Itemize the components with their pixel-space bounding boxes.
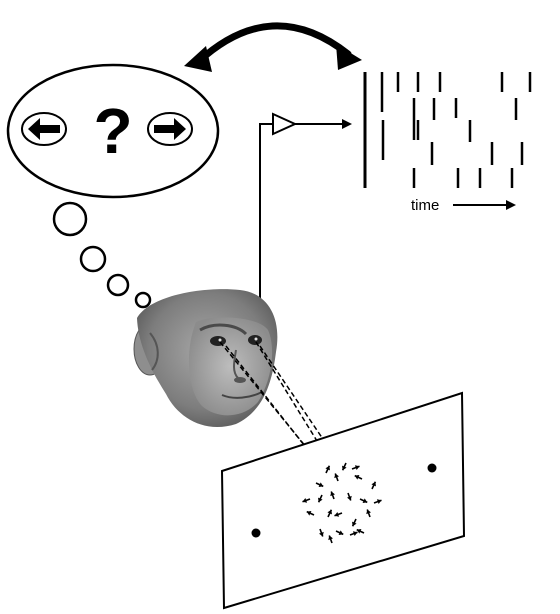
electrode-wire <box>259 123 273 305</box>
random-dot-motion-stimulus <box>302 462 382 544</box>
motion-dot-arrow <box>306 510 315 516</box>
thought-ellipse <box>6 63 220 199</box>
right-arrow-icon <box>147 112 193 146</box>
motion-dot-arrow <box>334 473 339 482</box>
spike-raster: time <box>363 72 532 214</box>
motion-dot-arrow <box>359 498 368 504</box>
amplifier-triangle-icon <box>272 112 298 136</box>
thought-dot-4 <box>134 291 152 309</box>
target-right <box>427 463 437 473</box>
thought-dot-2 <box>79 245 107 273</box>
motion-dot-arrow <box>325 465 331 474</box>
curved-arrow-left-head <box>184 46 212 72</box>
motion-dot-arrow <box>373 499 382 504</box>
curved-arrow-right-head <box>336 44 362 70</box>
motion-dot-arrow <box>328 535 333 544</box>
time-axis-label: time <box>411 197 439 214</box>
stimulus-screen <box>220 391 466 610</box>
motion-dot-arrow <box>317 494 323 503</box>
motion-dot-arrow <box>354 474 363 480</box>
motion-dot-arrow <box>302 498 311 503</box>
motion-dot-arrow <box>356 528 365 534</box>
motion-dot-arrow <box>351 518 357 527</box>
screen-panel <box>220 391 466 610</box>
motion-dot-arrow <box>341 462 347 471</box>
monkey-head-icon <box>133 289 278 428</box>
raster-ticks <box>380 72 532 188</box>
motion-dot-arrow <box>334 512 343 517</box>
motion-dot-arrow <box>347 492 352 501</box>
motion-dot-arrow <box>366 509 371 518</box>
feedback-curved-arrow <box>184 22 362 72</box>
thought-dot-1 <box>52 201 88 237</box>
motion-dot-arrow <box>319 528 324 537</box>
motion-dot-arrow <box>327 509 333 518</box>
target-left <box>251 528 261 538</box>
thought-bubble: ? <box>6 63 220 309</box>
motion-dot-arrow <box>349 531 358 536</box>
motion-dot-arrow <box>315 482 324 488</box>
thought-dot-3 <box>106 273 130 297</box>
motion-dot-arrow <box>351 465 360 470</box>
recording-electrode <box>259 112 352 305</box>
motion-dot-arrow <box>335 530 344 536</box>
question-mark: ? <box>93 95 132 167</box>
left-arrow-icon <box>21 112 67 146</box>
motion-dot-arrow <box>371 481 377 490</box>
motion-dot-arrow <box>330 491 335 500</box>
